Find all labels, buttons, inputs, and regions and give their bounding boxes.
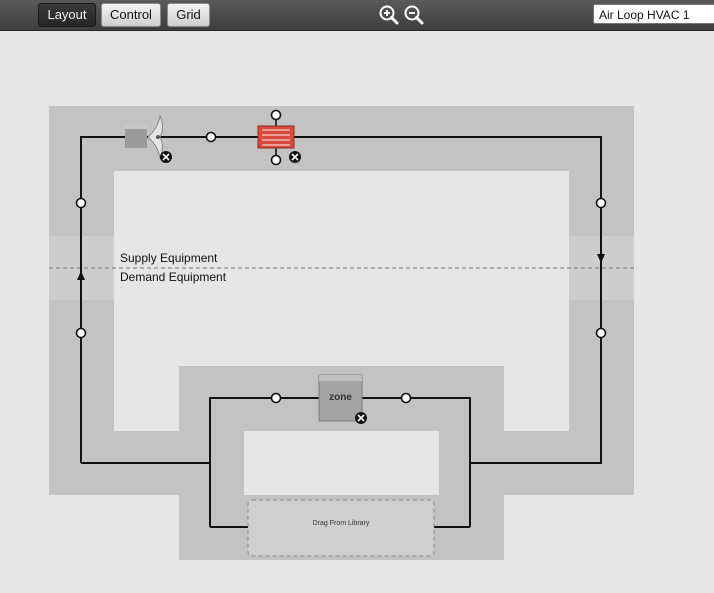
zoom-in-icon[interactable] [378,4,400,26]
supply-loop-band [49,106,634,300]
drop-zone-label: Drag From Library [312,520,370,527]
demand-loop-band [49,300,634,560]
control-tab-button[interactable]: Control [101,3,161,27]
zoom-out-icon[interactable] [403,4,425,26]
remove-zone-icon[interactable] [355,412,367,424]
demand-equipment-label: Demand Equipment [120,270,227,284]
node[interactable] [270,392,282,404]
toolbar: Layout Control Grid Air Loop HVAC 1 [0,0,714,31]
node[interactable] [400,392,412,404]
air-loop-selector[interactable]: Air Loop HVAC 1 [593,4,714,24]
flow-arrow-down [597,254,605,263]
remove-fan-icon[interactable] [160,151,172,163]
flow-arrow-up [77,271,85,280]
drop-zone[interactable] [247,499,435,557]
grid-tab-button[interactable]: Grid [167,3,210,27]
node[interactable] [595,197,607,209]
layout-tab-button[interactable]: Layout [38,3,96,27]
node[interactable] [205,131,217,143]
node[interactable] [75,197,87,209]
node[interactable] [75,327,87,339]
heating-coil-icon[interactable] [257,109,295,166]
remove-coil-icon[interactable] [289,151,301,163]
supply-equipment-label: Supply Equipment [120,251,218,265]
thermal-zone-icon[interactable] [318,374,363,422]
node[interactable] [595,327,607,339]
zone-label: zone [329,392,352,403]
fan-icon[interactable] [125,114,163,160]
